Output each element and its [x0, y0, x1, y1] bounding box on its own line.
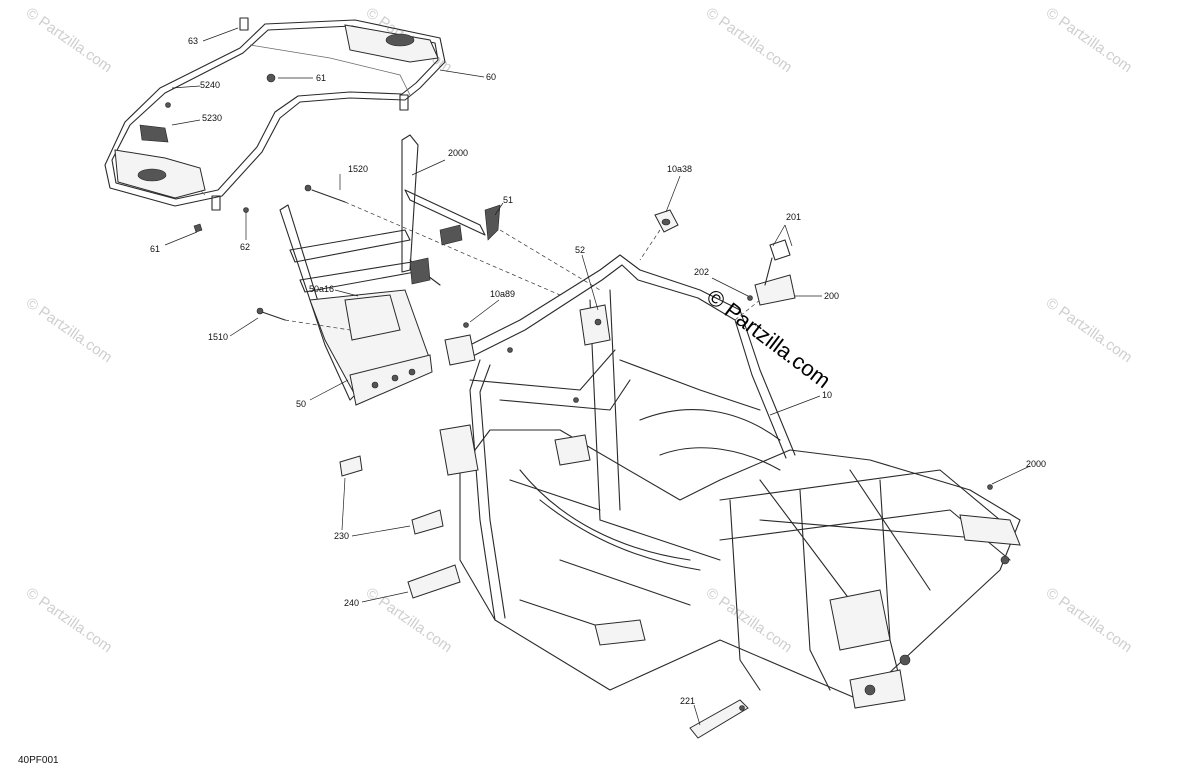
callout-52[interactable]: 52 [575, 245, 585, 255]
callout-1520[interactable]: 1520 [348, 164, 368, 174]
bracket-part-200[interactable] [747, 239, 796, 306]
callout-230[interactable]: 230 [334, 531, 349, 541]
watermark-text: © Partzilla.com [703, 584, 796, 656]
cross-tube-part-51[interactable] [404, 189, 501, 286]
callout-50a16[interactable]: 50a16 [309, 284, 334, 294]
front-bumper-part-50[interactable] [279, 134, 433, 406]
watermark-text: © Partzilla.com [23, 294, 116, 366]
watermark-text: © Partzilla.com [1043, 294, 1136, 366]
plate-part-10a38[interactable] [654, 209, 679, 233]
watermark-text: © Partzilla.com [1043, 584, 1136, 656]
callout-5240[interactable]: 5240 [200, 80, 220, 90]
callout-5230[interactable]: 5230 [202, 113, 222, 123]
plate-part-230-upper[interactable] [339, 455, 363, 477]
callout-50[interactable]: 50 [296, 399, 306, 409]
watermark-text: © Partzilla.com [1043, 4, 1136, 76]
callout-1510[interactable]: 1510 [208, 332, 228, 342]
callout-60[interactable]: 60 [486, 72, 496, 82]
callout-200[interactable]: 200 [824, 291, 839, 301]
callout-61[interactable]: 61 [316, 73, 326, 83]
callout-2000[interactable]: 2000 [1026, 459, 1046, 469]
callout-10[interactable]: 10 [822, 390, 832, 400]
callout-2000[interactable]: 2000 [448, 148, 468, 158]
rear-rack-part-60[interactable] [104, 17, 446, 211]
callout-201[interactable]: 201 [786, 212, 801, 222]
callout-51[interactable]: 51 [503, 195, 513, 205]
leader-lines [164, 27, 1031, 726]
watermark-text: © Partzilla.com [23, 584, 116, 656]
watermark-text: © Partzilla.com [23, 4, 116, 76]
callout-10a38[interactable]: 10a38 [667, 164, 692, 174]
plate-part-240[interactable] [407, 564, 461, 599]
callout-202[interactable]: 202 [694, 267, 709, 277]
callout-240[interactable]: 240 [344, 598, 359, 608]
watermark-text: © Partzilla.com [363, 584, 456, 656]
bolts-hardware [256, 184, 469, 328]
callout-61[interactable]: 61 [150, 244, 160, 254]
diagram-code: 40PF001 [18, 755, 59, 766]
plate-part-230-lower[interactable] [411, 509, 444, 535]
main-frame-part-10[interactable] [439, 254, 1021, 709]
watermark-text: © Partzilla.com [703, 4, 796, 76]
callout-63[interactable]: 63 [188, 36, 198, 46]
callout-62[interactable]: 62 [240, 242, 250, 252]
plate-part-221[interactable] [689, 699, 749, 739]
assembly-dash-lines [284, 201, 761, 331]
callout-labels: 63 61 60 5240 5230 61 62 1520 2000 51 10… [150, 36, 1046, 706]
rack-hardware [165, 73, 276, 233]
watermark-group: © Partzilla.com © Partzilla.com © Partzi… [23, 4, 1136, 656]
callout-10a89[interactable]: 10a89 [490, 289, 515, 299]
callout-221[interactable]: 221 [680, 696, 695, 706]
